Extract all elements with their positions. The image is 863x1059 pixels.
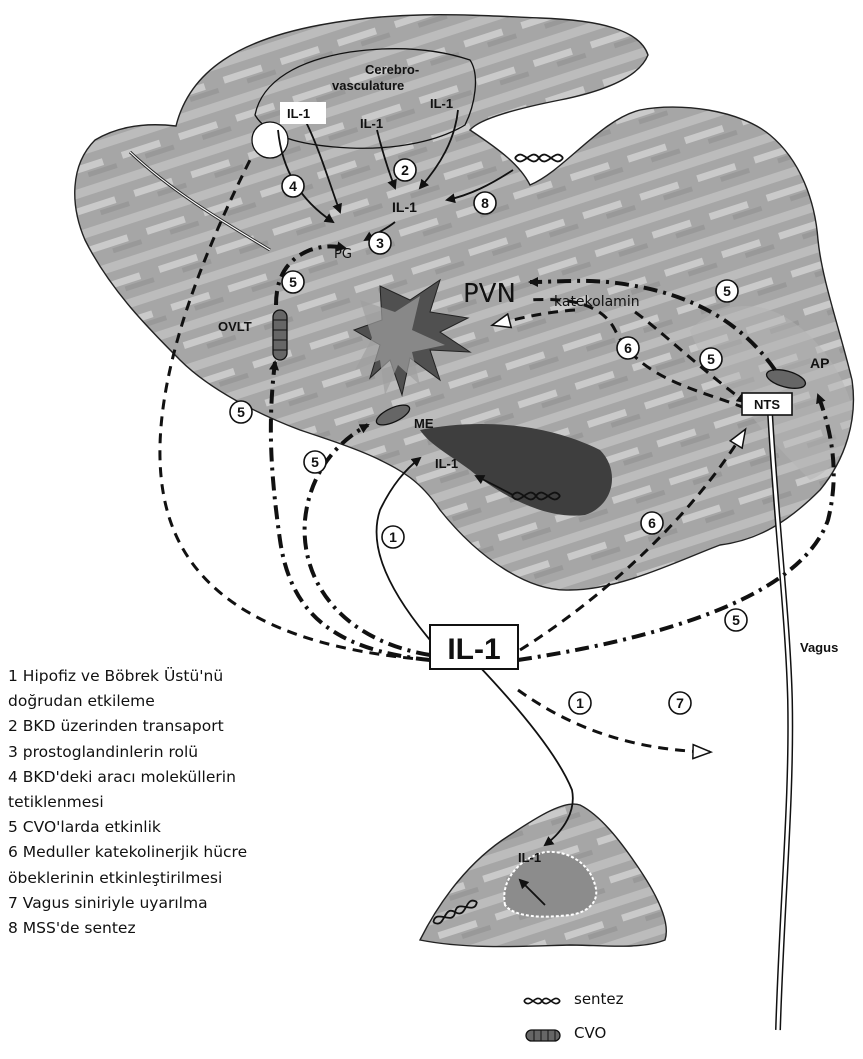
svg-text:3: 3 (376, 235, 384, 251)
svg-text:8: 8 (481, 195, 489, 211)
central-il1-label: IL-1 (447, 633, 500, 666)
number-marker-5-right-top: 5 (716, 280, 738, 302)
il1-label-upper-middle: IL-1 (360, 116, 383, 131)
number-marker-2: 2 (394, 159, 416, 181)
vagus-label: Vagus (800, 640, 838, 655)
svg-text:5: 5 (723, 283, 731, 299)
dna-helix-icon (515, 155, 563, 162)
svg-text:4: 4 (289, 178, 297, 194)
numbered-legend: 1 Hipofiz ve Böbrek Üstü'nü doğrudan etk… (8, 664, 338, 941)
svg-text:5: 5 (707, 351, 715, 367)
ovlt-label: OVLT (218, 319, 252, 334)
legend-line: 6 Meduller katekolinerjik hücre (8, 840, 338, 865)
number-marker-1-lower: 1 (569, 692, 591, 714)
legend-line: 8 MSS'de sentez (8, 916, 338, 941)
legend-line: tetiklenmesi (8, 790, 338, 815)
svg-text:1: 1 (576, 695, 584, 711)
number-marker-5-right-mid: 5 (700, 348, 722, 370)
legend-line: 4 BKD'deki aracı moleküllerin (8, 765, 338, 790)
number-marker-5-me: 5 (304, 451, 326, 473)
central-il1-box: IL-1 (430, 625, 518, 669)
legend-line: öbeklerinin etkinleştirilmesi (8, 866, 338, 891)
cvo-striped-oval-icon (522, 1026, 566, 1044)
number-marker-7: 7 (669, 692, 691, 714)
svg-text:2: 2 (401, 162, 409, 178)
number-marker-6-upper: 6 (617, 337, 639, 359)
number-marker-5-ovlt: 5 (230, 401, 252, 423)
number-marker-8: 8 (474, 192, 496, 214)
number-marker-5-vagus: 5 (725, 609, 747, 631)
legend-line: 5 CVO'larda etkinlik (8, 815, 338, 840)
svg-text:5: 5 (311, 454, 319, 470)
number-marker-6-lower: 6 (641, 512, 663, 534)
svg-text:5: 5 (289, 274, 297, 290)
dna-helix-icon (522, 992, 566, 1010)
number-marker-4: 4 (282, 175, 304, 197)
nts-label: NTS (754, 397, 780, 412)
cerebrovasculature-label-line1: Cerebro- (365, 62, 419, 77)
key-cvo-label: CVO (574, 1024, 606, 1042)
pvn-label: PVN (463, 279, 516, 309)
me-label: ME (414, 416, 434, 431)
number-marker-3: 3 (369, 232, 391, 254)
pg-label: PG (334, 247, 352, 262)
svg-text:5: 5 (237, 404, 245, 420)
il1-label-upper-left: IL-1 (287, 106, 310, 121)
katekolamin-label: katekolamin (554, 294, 640, 310)
legend-line: 1 Hipofiz ve Böbrek Üstü'nü (8, 664, 338, 689)
svg-text:6: 6 (648, 515, 656, 531)
svg-text:7: 7 (676, 695, 684, 711)
nts-box: NTS (742, 393, 792, 415)
il1-label-center: IL-1 (392, 199, 417, 215)
ap-label: AP (810, 355, 829, 371)
il1-label-pituitary: IL-1 (518, 850, 541, 865)
il1-label-upper-right: IL-1 (430, 96, 453, 111)
number-marker-1-upper: 1 (382, 526, 404, 548)
ovlt-cvo-marker (273, 310, 287, 360)
legend-line: 2 BKD üzerinden transaport (8, 714, 338, 739)
svg-text:6: 6 (624, 340, 632, 356)
legend-line: doğrudan etkileme (8, 689, 338, 714)
il1-label-brainstem: IL-1 (435, 456, 458, 471)
svg-text:1: 1 (389, 529, 397, 545)
number-marker-5-pg: 5 (282, 271, 304, 293)
legend-line: 7 Vagus siniriyle uyarılma (8, 891, 338, 916)
key-synthesis-label: sentez (574, 990, 624, 1008)
cerebrovasculature-label-line2: vasculature (332, 78, 404, 93)
svg-text:5: 5 (732, 612, 740, 628)
legend-line: 3 prostoglandinlerin rolü (8, 740, 338, 765)
